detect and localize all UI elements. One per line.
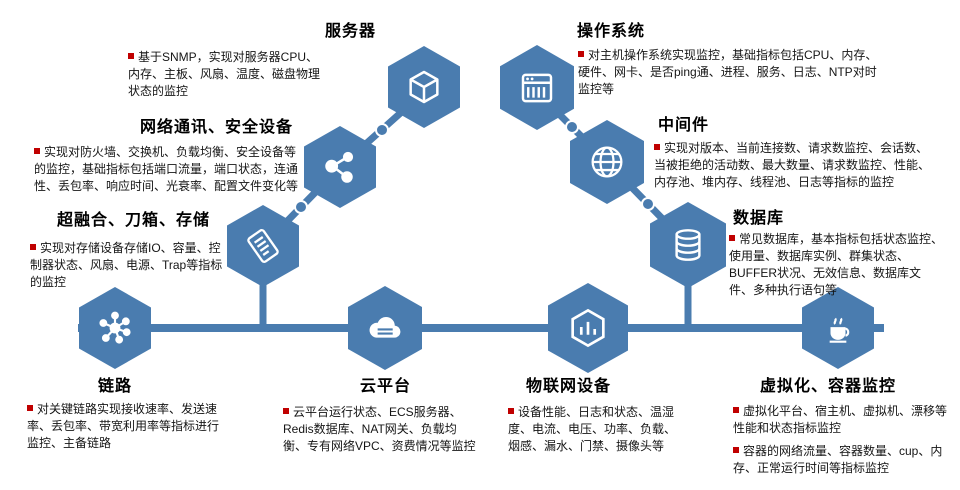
red-bullet	[34, 148, 40, 154]
node-title-virtualization: 虚拟化、容器监控	[760, 378, 897, 395]
node-desc-storage: 实现对存储设备存储IO、容量、控制器状态、风扇、电源、Trap等指标的监控	[30, 240, 228, 291]
red-bullet	[27, 405, 33, 411]
desc-text: 云平台运行状态、ECS服务器、Redis数据库、NAT网关、负载均衡、专有网络V…	[283, 405, 476, 454]
node-title-cloud: 云平台	[360, 378, 412, 395]
node-title-iot: 物联网设备	[526, 378, 612, 395]
junction-dot	[375, 123, 389, 137]
node-title-database: 数据库	[733, 210, 785, 227]
node-desc-server: 基于SNMP，实现对服务器CPU、内存、主板、风扇、温度、磁盘物理状态的监控	[128, 49, 324, 100]
database-icon	[667, 224, 709, 266]
red-bullet	[30, 244, 36, 250]
desc-text: 基于SNMP，实现对服务器CPU、内存、主板、风扇、温度、磁盘物理状态的监控	[128, 50, 321, 99]
desc-text: 设备性能、日志和状态、温湿度、电流、电压、功率、负载、烟感、漏水、门禁、摄像头等	[508, 405, 677, 454]
node-title-server: 服务器	[325, 23, 377, 40]
desc-text: 实现对版本、当前连接数、请求数监控、会话数、当被拒绝的活动数、最大数量、请求数监…	[654, 141, 931, 190]
red-bullet	[578, 51, 584, 57]
red-bullet	[733, 447, 739, 453]
node-desc-cloud: 云平台运行状态、ECS服务器、Redis数据库、NAT网关、负载均衡、专有网络V…	[283, 404, 477, 455]
node-desc-database: 常见数据库，基本指标包括状态监控、使用量、数据库实例、群集状态、BUFFER状况…	[729, 231, 943, 299]
server-rack-icon	[516, 67, 558, 109]
junction-dot	[641, 197, 655, 211]
node-desc-container: 容器的网络流量、容器数量、cup、内存、正常运行时间等指标监控	[733, 443, 951, 477]
cube-icon	[404, 67, 444, 107]
cloud-icon	[364, 307, 406, 349]
red-bullet	[654, 144, 660, 150]
desc-text: 对关键链路实现接收速率、发送速率、丢包率、带宽利用率等指标进行监控、主备链路	[27, 402, 220, 451]
iot-hexagon-icon	[565, 305, 611, 351]
red-bullet	[508, 408, 514, 414]
desc-text: 对主机操作系统实现监控，基础指标包括CPU、内存、硬件、网卡、是否ping通、进…	[578, 48, 878, 97]
node-desc-virtualization: 虚拟化平台、宿主机、虚拟机、漂移等性能和状态指标监控	[733, 403, 951, 437]
node-desc-network: 实现对防火墙、交换机、负载均衡、安全设备等的监控，基础指标包括端口流量，端口状态…	[34, 144, 302, 195]
node-title-os: 操作系统	[577, 23, 646, 40]
red-bullet	[733, 407, 739, 413]
hub-icon	[95, 308, 135, 348]
red-bullet	[729, 235, 735, 241]
scroll-icon	[243, 226, 283, 266]
desc-text: 常见数据库，基本指标包括状态监控、使用量、数据库实例、群集状态、BUFFER状况…	[729, 232, 944, 298]
desc-text: 容器的网络流量、容器数量、cup、内存、正常运行时间等指标监控	[733, 444, 943, 476]
database-hexagon	[650, 202, 726, 288]
java-cup-icon	[818, 308, 858, 348]
node-desc-link: 对关键链路实现接收速率、发送速率、丢包率、带宽利用率等指标进行监控、主备链路	[27, 401, 227, 452]
cloud-hexagon	[348, 286, 422, 370]
node-title-link: 链路	[98, 378, 133, 395]
junction-dot	[294, 200, 308, 214]
red-bullet	[283, 408, 289, 414]
desc-text: 实现对存储设备存储IO、容量、控制器状态、风扇、电源、Trap等指标的监控	[30, 241, 223, 290]
desc-text: 虚拟化平台、宿主机、虚拟机、漂移等性能和状态指标监控	[733, 404, 948, 436]
node-title-storage: 超融合、刀箱、存储	[57, 212, 211, 229]
junction-dot	[565, 120, 579, 134]
network-hexagon	[304, 126, 376, 208]
network-nodes-icon	[320, 147, 360, 187]
red-bullet	[128, 53, 134, 59]
desc-text: 实现对防火墙、交换机、负载均衡、安全设备等的监控，基础指标包括端口流量，端口状态…	[34, 145, 299, 194]
node-title-network: 网络通讯、安全设备	[140, 119, 294, 136]
node-desc-iot: 设备性能、日志和状态、温湿度、电流、电压、功率、负载、烟感、漏水、门禁、摄像头等	[508, 404, 686, 455]
node-desc-os: 对主机操作系统实现监控，基础指标包括CPU、内存、硬件、网卡、是否ping通、进…	[578, 47, 882, 98]
node-title-middleware: 中间件	[658, 117, 710, 134]
node-desc-middleware: 实现对版本、当前连接数、请求数监控、会话数、当被拒绝的活动数、最大数量、请求数监…	[654, 140, 938, 191]
globe-icon	[586, 141, 628, 183]
